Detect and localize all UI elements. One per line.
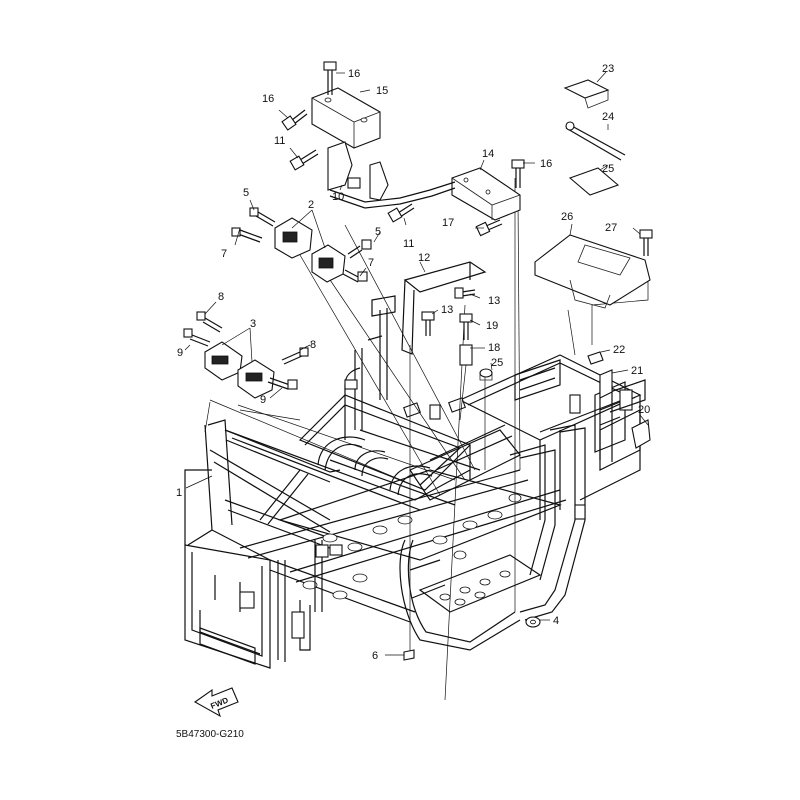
callout-leaders bbox=[184, 71, 649, 656]
callout-3: 3 bbox=[250, 318, 256, 330]
callout-8-right: 8 bbox=[310, 339, 316, 351]
part-2-engine-mounts bbox=[274, 217, 346, 283]
callout-1: 1 bbox=[176, 487, 182, 499]
callout-20: 21 bbox=[631, 365, 643, 377]
part-25-damper bbox=[479, 368, 493, 381]
part-22-clip bbox=[563, 79, 610, 109]
main-frame bbox=[184, 295, 646, 669]
part-21-label bbox=[587, 351, 604, 365]
part-20-bracket bbox=[599, 369, 613, 399]
callout-24: 25 bbox=[602, 163, 614, 175]
part-3-engine-mounts bbox=[204, 341, 275, 399]
diagram-code: 5B47300-G210 bbox=[176, 729, 244, 740]
callout-23: 24 bbox=[602, 111, 614, 123]
part-15-bracket bbox=[311, 87, 381, 149]
callout-7-left: 7 bbox=[221, 248, 227, 260]
callout-26: 26 bbox=[561, 211, 573, 223]
callout-9-left: 9 bbox=[177, 347, 183, 359]
callout-16-left: 16 bbox=[262, 93, 274, 105]
callout-13-lower: 13 bbox=[441, 304, 453, 316]
callout-9-right: 9 bbox=[260, 394, 266, 406]
callout-11-right: 11 bbox=[403, 238, 414, 250]
callout-5-left: 5 bbox=[243, 187, 249, 199]
part-26-plate bbox=[534, 234, 651, 309]
part-14-bracket bbox=[451, 167, 521, 221]
callout-12: 12 bbox=[418, 252, 430, 264]
callout-2: 2 bbox=[308, 199, 314, 211]
callout-15: 15 bbox=[376, 85, 388, 97]
part-10-support bbox=[327, 141, 456, 209]
callout-16-top: 16 bbox=[348, 68, 360, 80]
callout-13-upper: 13 bbox=[488, 295, 500, 307]
callout-27: 27 bbox=[605, 222, 617, 234]
callout-25: 25 bbox=[491, 357, 503, 369]
callout-19: 20 bbox=[638, 404, 650, 416]
part-4-grommet bbox=[525, 616, 541, 628]
callout-numbers: 16 16 15 11 10 14 16 11 17 5 7 2 5 7 8 9… bbox=[176, 63, 650, 662]
callout-7-right: 7 bbox=[368, 257, 374, 269]
part-19-plate bbox=[631, 419, 651, 449]
callout-10: 10 bbox=[332, 191, 344, 203]
callout-17: 18 bbox=[488, 342, 500, 354]
part-23-rod bbox=[565, 121, 626, 161]
reference-lines bbox=[204, 178, 649, 701]
callout-14: 14 bbox=[482, 148, 494, 160]
callout-22: 23 bbox=[602, 63, 614, 75]
callout-16-right: 16 bbox=[540, 158, 552, 170]
forward-arrow: FWD bbox=[193, 687, 239, 718]
callout-21: 22 bbox=[613, 344, 625, 356]
callout-4: 4 bbox=[553, 615, 559, 627]
callout-6: 6 bbox=[372, 650, 378, 662]
part-6-nut bbox=[403, 649, 415, 661]
part-24-pad bbox=[568, 167, 620, 196]
callout-5-right: 5 bbox=[375, 226, 381, 238]
callout-8-left: 8 bbox=[218, 291, 224, 303]
callout-11-left: 11 bbox=[274, 135, 285, 147]
part-17-bracket bbox=[459, 344, 473, 366]
callout-16-lower: 17 bbox=[442, 217, 454, 229]
part-12-stay bbox=[401, 261, 487, 355]
callout-18: 19 bbox=[486, 320, 498, 332]
bolts bbox=[183, 61, 653, 390]
